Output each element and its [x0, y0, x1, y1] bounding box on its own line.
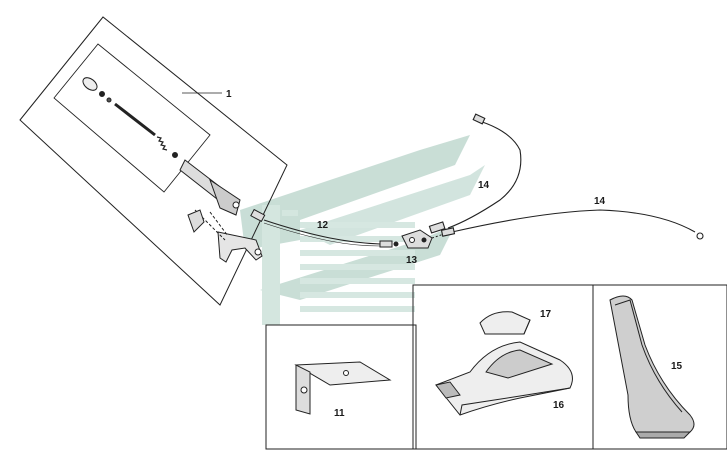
- front-brake-cable: [250, 208, 399, 248]
- accessory-panels: [265, 284, 727, 450]
- panel-bracket-box: [265, 324, 417, 450]
- hand-brake-lever-assembly: [19, 16, 288, 306]
- console-lid: [479, 311, 531, 335]
- rear-brake-cable-left: [428, 113, 522, 234]
- callout-15: 15: [671, 361, 683, 372]
- assembly-inner-frame: [53, 43, 211, 193]
- callout-13: 13: [406, 255, 418, 266]
- callout-16: 16: [553, 400, 565, 411]
- center-console: [435, 341, 573, 416]
- assembly-outer-frame: [19, 16, 288, 306]
- callout-1: 1: [226, 89, 232, 100]
- callout-14-lower: 14: [594, 196, 606, 207]
- mounting-bracket: [294, 361, 392, 415]
- lever-boot: [609, 295, 695, 439]
- callout-14-upper: 14: [478, 180, 490, 191]
- lever-bracket: [217, 231, 263, 263]
- callout-17: 17: [540, 309, 552, 320]
- lever-knob: [82, 77, 98, 91]
- panel-boot-box: [592, 284, 727, 450]
- cable-equalizer: [401, 229, 451, 249]
- callout-11: 11: [334, 408, 345, 419]
- rear-brake-cable-right: [440, 209, 704, 240]
- watermark-logo-icon: [240, 135, 485, 325]
- callout-12: 12: [317, 220, 329, 231]
